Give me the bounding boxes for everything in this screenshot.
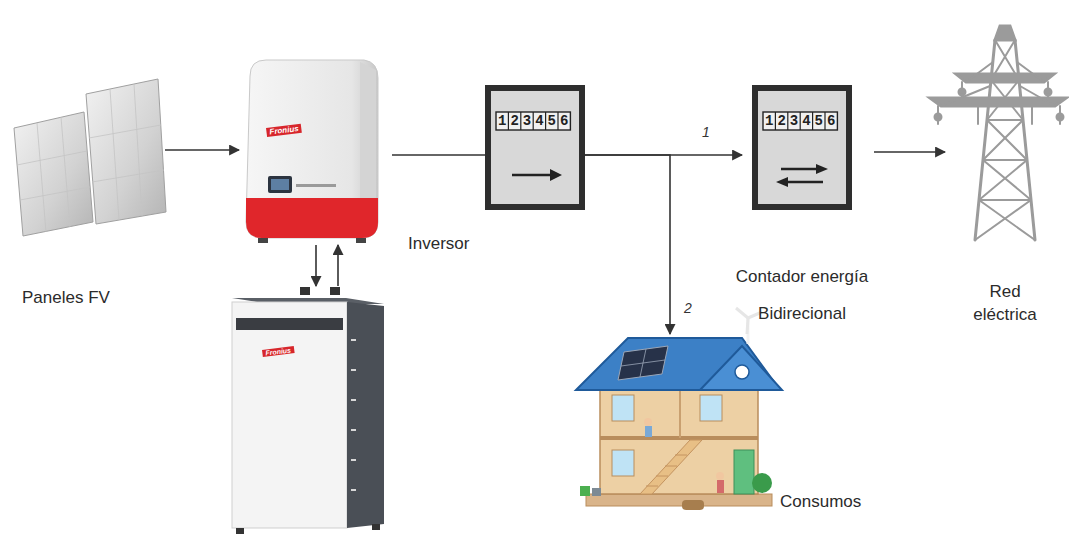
consumption-node: Consumos [575, 334, 775, 524]
flow-connector [585, 155, 670, 334]
power-tower [930, 26, 1066, 240]
flow-connector [392, 154, 485, 156]
bidirectional-meter-node: 123456Contador energía Bidirecional [752, 85, 852, 210]
node-label: Inversor [408, 234, 469, 254]
bidirectional-meter [755, 88, 849, 207]
meter-node: 123456 [485, 85, 585, 210]
node-label: Consumos [780, 492, 861, 512]
node-label: Paneles FV [22, 288, 110, 308]
meter-digits: 123456 [496, 112, 572, 130]
pv-panels [14, 79, 166, 236]
node-label: Red eléctrica [965, 280, 1045, 326]
battery-illustration [232, 287, 384, 534]
flow-connector [337, 245, 339, 286]
inverter-node: FroniusInversor [242, 58, 392, 243]
inverter-illustration [246, 60, 378, 243]
callout-number: 2 [684, 300, 692, 316]
energy-meter [488, 88, 582, 207]
brand-logo: Fronius [266, 124, 302, 137]
flow-connector [874, 151, 945, 153]
pv-panels-node: Paneles FV [10, 75, 165, 235]
flow-connector [585, 154, 742, 156]
battery-node: Fronius [228, 288, 388, 534]
house-illustration [576, 308, 782, 510]
flow-connector [315, 245, 317, 286]
meter-digits: 123456 [763, 112, 839, 130]
grid-node: Red eléctrica [945, 25, 1065, 245]
flow-connector [165, 149, 239, 151]
callout-number: 1 [702, 124, 710, 140]
brand-logo: Fronius [262, 346, 294, 357]
node-label: Contador energía Bidirecional [717, 258, 887, 332]
